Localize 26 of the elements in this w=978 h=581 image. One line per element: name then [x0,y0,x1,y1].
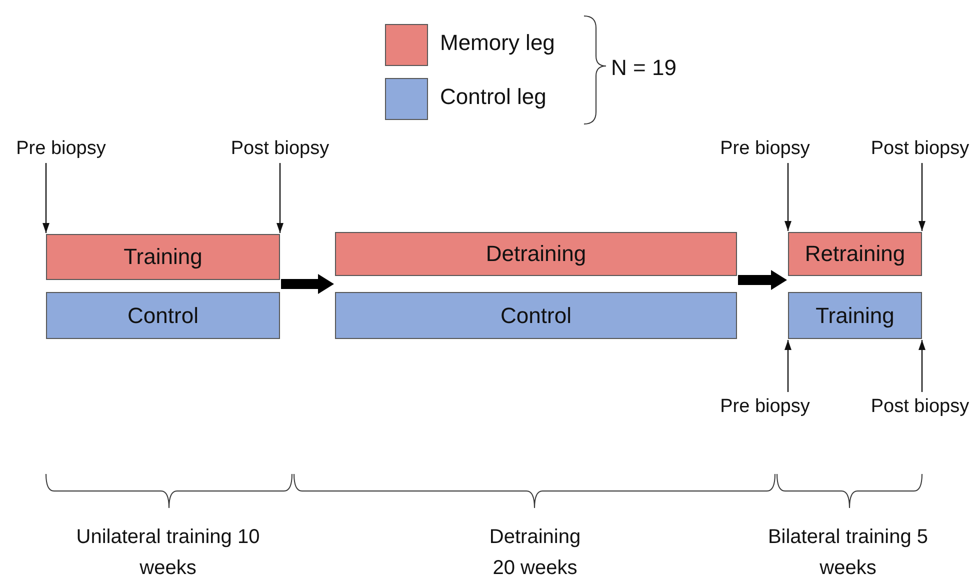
legend-label: Control leg [440,84,546,110]
arrow [784,163,792,231]
phase-label: Bilateral training 5 weeks [766,525,930,581]
arrow [42,163,50,233]
phase-bar: Control [335,292,737,339]
block-arrow [281,274,334,294]
phase-bar: Detraining [335,232,737,276]
phase-bar: Retraining [788,232,922,276]
biopsy-label: Pre biopsy [712,394,818,420]
phase-bar: Training [46,234,280,280]
biopsy-label: Post biopsy [864,394,976,420]
biopsy-label: Post biopsy [224,136,336,162]
legend-label: Memory leg [440,30,555,56]
arrow [918,163,926,231]
arrow [276,163,284,233]
block-arrow [738,270,787,290]
phase-label: Unilateral training 10 weeks [75,525,261,581]
phase-bar: Control [46,292,280,339]
biopsy-label: Pre biopsy [712,136,818,162]
n-label: N = 19 [611,54,678,82]
arrow [784,340,792,392]
biopsy-label: Pre biopsy [8,136,114,162]
phase-label: Detraining 20 weeks [488,525,582,581]
arrow [918,340,926,392]
biopsy-label: Post biopsy [864,136,976,162]
phase-bar: Training [788,292,922,339]
